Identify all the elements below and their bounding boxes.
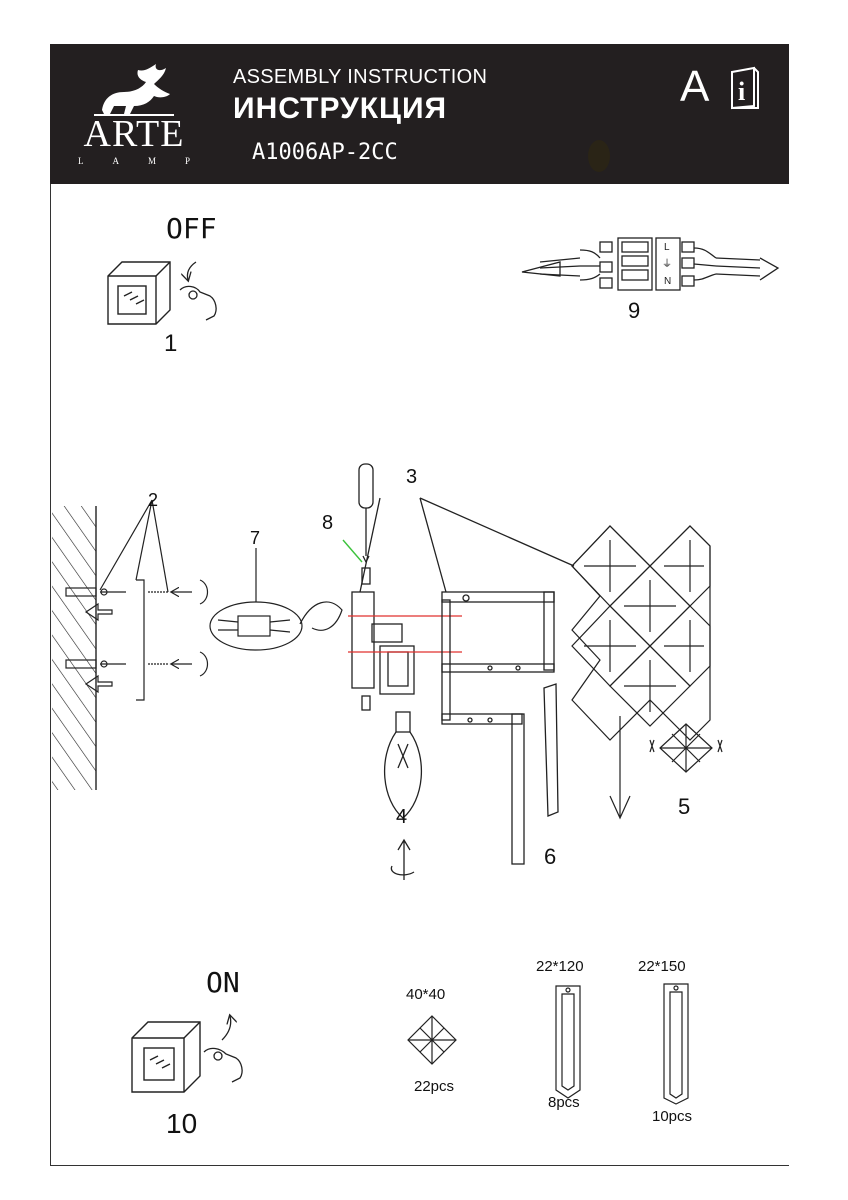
hand-icon [179, 261, 217, 321]
step-number-3: 3 [406, 466, 418, 488]
brand-sub-letter: M [147, 156, 156, 166]
brand-sub-letter: L [78, 156, 84, 166]
step-number-10: 10 [166, 1108, 198, 1139]
brand-sub-letter: P [184, 156, 190, 166]
wire-connector [209, 548, 343, 651]
crystal-icon [649, 723, 723, 773]
part-size-label: 22*150 [638, 958, 686, 975]
step-number-7: 7 [250, 528, 261, 548]
brand-subtitle: L A M P [78, 156, 190, 166]
part-crystal-40 [407, 1015, 457, 1065]
terminal-labels: L ⏚ N [662, 242, 672, 287]
part-qty-label: 22pcs [414, 1078, 455, 1095]
step-number-6: 6 [544, 844, 557, 869]
crystal-lattice [571, 525, 711, 741]
part-qty-label: 10pcs [652, 1108, 693, 1125]
title-russian: ИНСТРУКЦИЯ [233, 92, 448, 125]
hand-icon [203, 1016, 243, 1083]
on-label: ON [206, 966, 240, 999]
step-number-9: 9 [628, 298, 641, 323]
step-number-5: 5 [678, 794, 691, 819]
class-letter: A [680, 62, 710, 111]
switch-on-icon [131, 1021, 201, 1093]
step-number-1: 1 [164, 330, 178, 357]
off-label: OFF [166, 212, 217, 245]
down-arrow-icon [609, 716, 631, 820]
header-banner: ARTE L A M P ASSEMBLY INSTRUCTION ИНСТРУ… [50, 44, 789, 184]
part-prism-150 [663, 983, 689, 1105]
base-plate [351, 497, 575, 711]
info-letter: i [738, 77, 745, 106]
part-prism-120 [555, 985, 581, 1099]
model-number: A1006AP-2CC [252, 140, 398, 165]
brand-sub-letter: A [112, 156, 119, 166]
step-number-8: 8 [322, 512, 334, 534]
page-frame [50, 44, 789, 1166]
terminal-label-n: N [664, 276, 671, 287]
part-size-label: 40*40 [406, 986, 446, 1003]
brand-logo: ARTE L A M P [74, 58, 194, 173]
lion-logo-icon [94, 64, 174, 116]
frame-arm [441, 591, 559, 865]
bulb-icon [383, 711, 423, 880]
part-size-label: 22*120 [536, 958, 584, 975]
switch-off-icon [107, 261, 171, 325]
terminal-block [521, 237, 780, 291]
part-qty-label: 8pcs [548, 1094, 580, 1111]
terminal-label-l: L [664, 242, 670, 253]
step-number-2: 2 [148, 490, 159, 510]
step-number-4: 4 [396, 806, 408, 828]
pointer-line [342, 539, 363, 563]
wall-section [52, 506, 97, 790]
wall-anchors [65, 499, 209, 701]
terminal-label-earth: ⏚ [662, 258, 672, 270]
ink-dot [588, 140, 610, 172]
brand-wordmark: ARTE [83, 113, 185, 155]
info-book-icon: i [731, 66, 759, 110]
title-english: ASSEMBLY INSTRUCTION [233, 66, 488, 88]
